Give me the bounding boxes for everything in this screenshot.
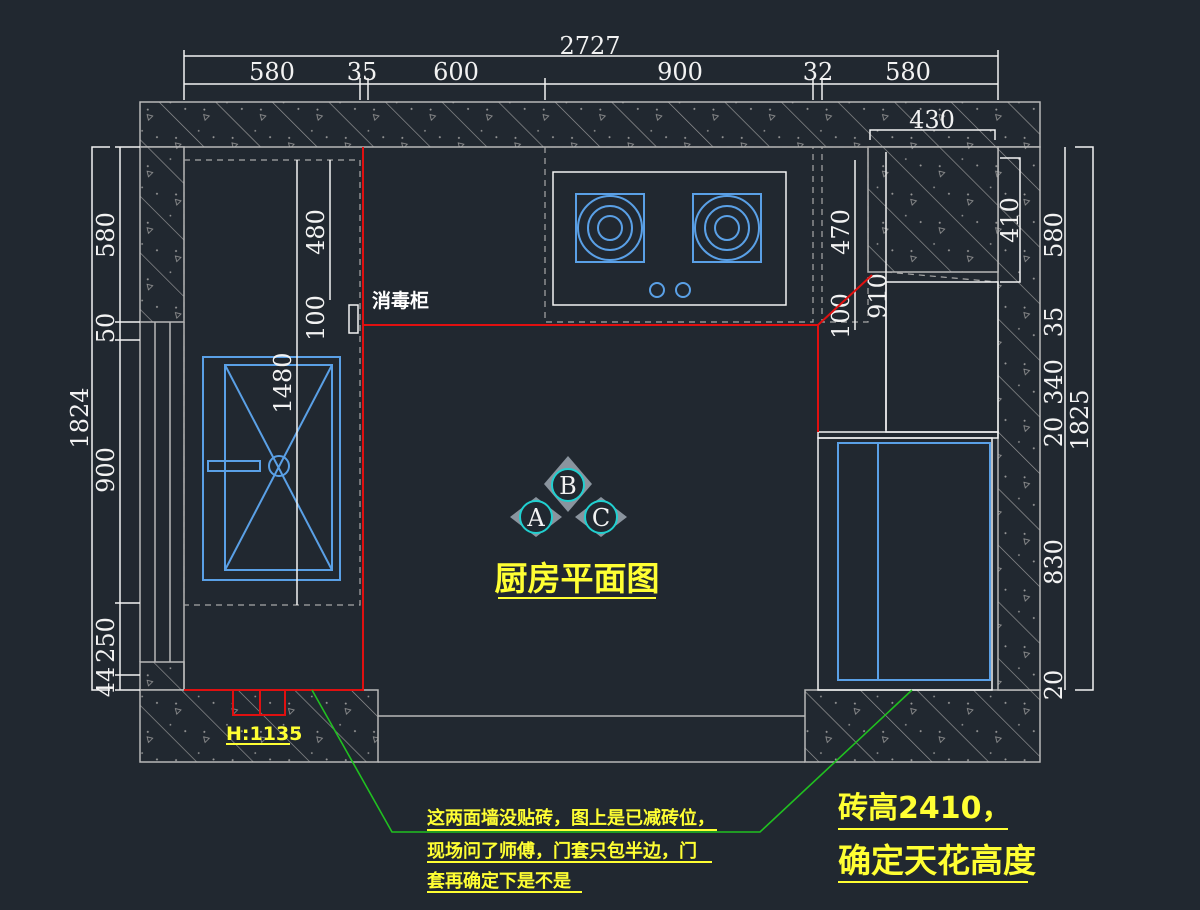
dim-total-left: 1824 (66, 387, 94, 448)
view-a-label: A (526, 504, 545, 532)
dim-right: 340 (1040, 359, 1068, 405)
right-cabinets: 470 100 910 410 430 (817, 106, 1024, 691)
drawing-title: 厨房平面图 (495, 559, 660, 598)
disinfection-cabinet-label: 消毒柜 (372, 289, 429, 312)
dim-480: 480 (302, 209, 330, 255)
view-markers: B A C (510, 456, 627, 537)
sink-drain-icon (268, 455, 290, 477)
dim-right: 830 (1040, 539, 1068, 585)
dim-top: 580 (885, 58, 931, 86)
dim-410: 410 (996, 197, 1024, 243)
dim-top: 580 (249, 58, 295, 86)
tile-boundary-line (184, 147, 364, 691)
tile-boundary-line (363, 274, 873, 326)
walls-note: 这两面墙没贴砖，图上是已减砖位， 现场问了师傅，门套只包半边，门 套再确定下是不… (427, 807, 717, 893)
dim-100-right: 100 (827, 293, 855, 339)
faucet-icon (207, 460, 261, 472)
height-tag: H:1135 (226, 723, 302, 745)
right-dimensions: 1825 580 35 340 20 830 20 (1040, 146, 1094, 701)
ceiling-note: 砖高2410， 确定天花高度 (838, 791, 1036, 883)
left-dimensions: 1824 580 50 900 250 44 (66, 146, 140, 698)
note-leader-line (311, 689, 913, 833)
dim-430: 430 (909, 106, 955, 134)
burner-icon (575, 193, 645, 263)
dim-right: 20 (1040, 670, 1068, 701)
dim-left: 44 (92, 667, 120, 698)
dim-top: 900 (657, 58, 703, 86)
dim-top: 600 (433, 58, 479, 86)
dim-right: 20 (1040, 417, 1068, 448)
dim-left: 580 (92, 212, 120, 258)
dim-910: 910 (864, 273, 892, 319)
note-line: 现场问了师傅，门套只包半边，门 (427, 840, 697, 862)
gas-stove (544, 146, 814, 323)
note-line: 这两面墙没贴砖，图上是已减砖位， (427, 807, 715, 829)
knob-icon (649, 282, 665, 298)
dim-right: 35 (1040, 307, 1068, 338)
dim-470: 470 (827, 209, 855, 255)
dim-total-right: 1825 (1066, 389, 1094, 450)
dim-left: 250 (92, 617, 120, 663)
top-dimensions: 2727 580 35 600 900 32 580 (183, 32, 999, 100)
walls (139, 101, 1041, 763)
dim-total-width: 2727 (559, 32, 620, 60)
note-line: 套再确定下是不是 (427, 870, 571, 892)
outlet-marks (232, 690, 286, 716)
note-line: 确定天花高度 (838, 841, 1036, 880)
knob-icon (675, 282, 691, 298)
note-line: 砖高2410， (838, 791, 1012, 826)
left-counter: 1480 480 100 消毒柜 (183, 159, 429, 606)
dim-left: 900 (92, 447, 120, 493)
dim-1480: 1480 (269, 352, 297, 413)
burner-icon (692, 193, 762, 263)
view-c-label: C (592, 504, 610, 532)
dim-left: 50 (92, 313, 120, 344)
dim-right: 580 (1040, 212, 1068, 258)
view-b-label: B (559, 472, 577, 500)
dim-top: 32 (803, 58, 834, 86)
dim-100-left: 100 (302, 295, 330, 341)
dim-top: 35 (347, 58, 378, 86)
